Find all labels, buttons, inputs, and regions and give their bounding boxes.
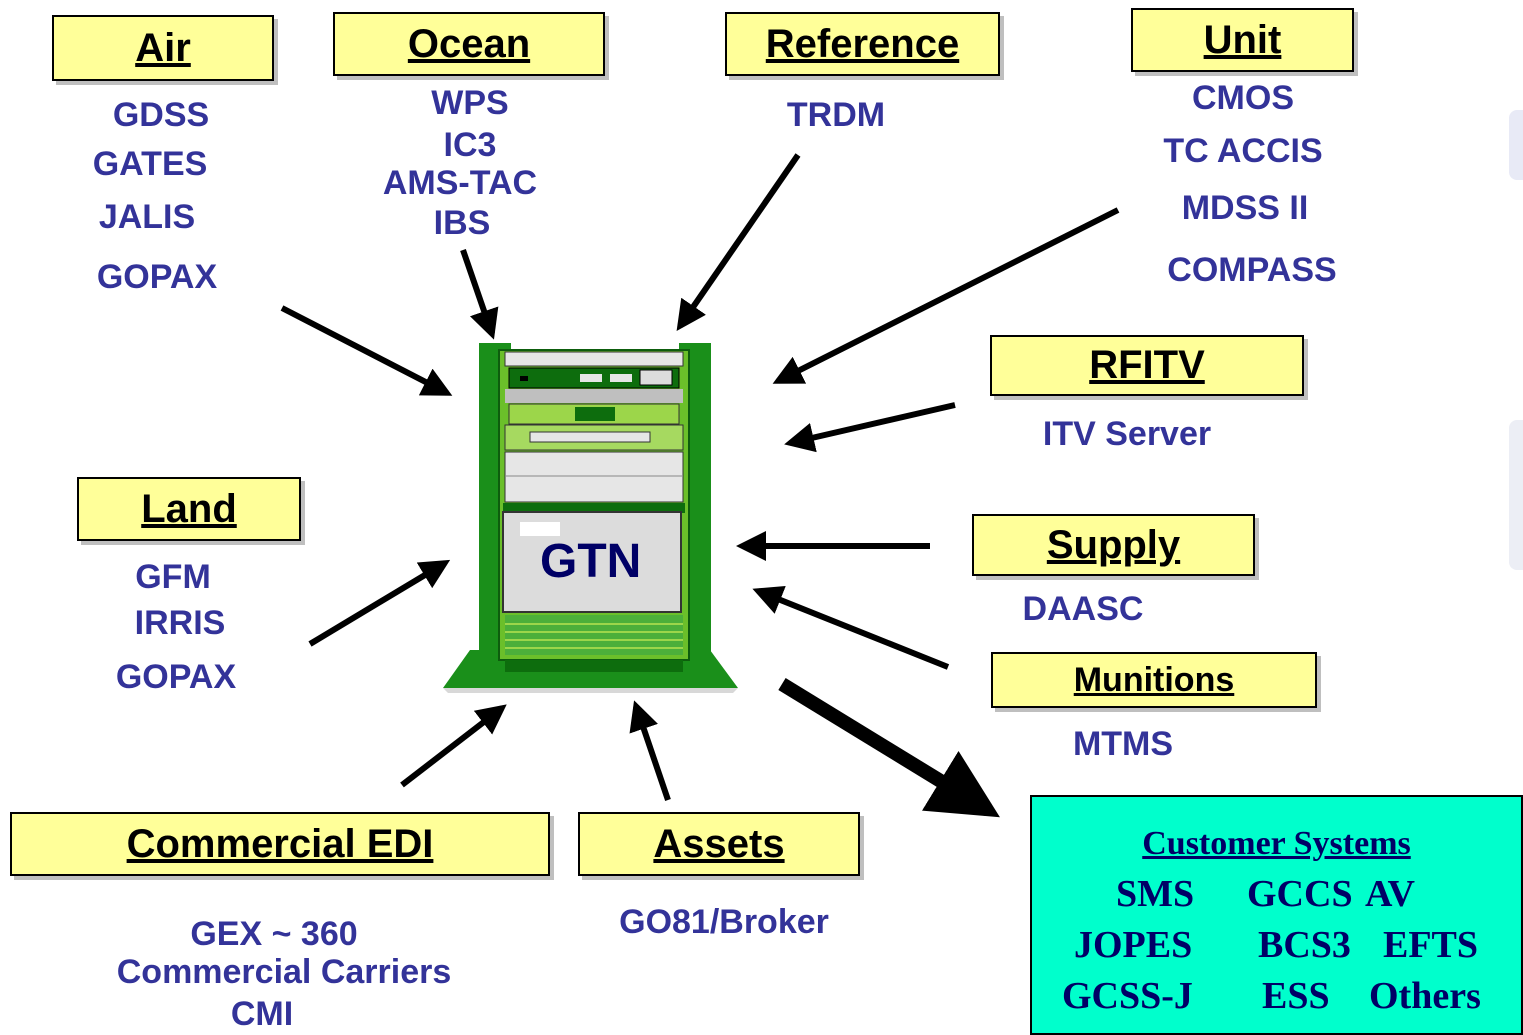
customer-system: AV [1365,873,1415,915]
system-label: GDSS [112,96,210,134]
system-label: CMI [230,995,294,1033]
system-label: COMPASS [1167,251,1337,289]
arrow-reference [676,153,801,331]
edge-decoration [1509,420,1523,570]
system-label: CMOS [1192,79,1294,117]
arrow-customer [778,678,1000,818]
customer-system: JOPES [1074,924,1193,966]
system-label: MTMS [1072,725,1174,763]
customer-system: Others [1369,975,1481,1017]
system-label: MDSS II [1181,189,1309,227]
arrow-rfitv [784,402,956,453]
system-label: Commercial Carriers [116,953,452,991]
box-ocean: Ocean [333,12,605,76]
box-rfitv: RFITV [990,335,1304,396]
arrow-land [308,559,451,647]
customer-system: ESS [1262,975,1330,1017]
box-land: Land [77,477,301,541]
arrow-assets [629,700,671,801]
system-label: GFM [135,558,211,596]
arrow-munitions [752,585,950,670]
box-assets: Assets [578,812,860,876]
arrow-commercial-edi [400,704,507,788]
system-label: GOPAX [96,258,218,296]
gtn-server-icon [443,343,738,693]
arrow-ocean [460,249,499,340]
system-label: GEX ~ 360 [190,915,358,953]
box-commercial-edi: Commercial EDI [10,812,550,876]
arrow-unit [772,207,1120,384]
box-air: Air [52,15,274,81]
customer-system: GCCS [1247,873,1353,915]
box-supply: Supply [972,514,1255,576]
box-munitions: Munitions [991,652,1317,708]
system-label: DAASC [1022,590,1144,628]
system-label: IBS [433,204,491,242]
system-label: TC ACCIS [1163,132,1323,170]
system-label: GATES [92,145,208,183]
system-label: GO81/Broker [619,903,829,941]
system-label: ITV Server [1042,415,1212,453]
arrow-air [280,305,453,396]
system-label: IRRIS [134,604,226,642]
customer-systems-box: Customer Systems SMS GCCS AV JOPES BCS3 … [1030,795,1523,1035]
customer-system: BCS3 [1258,924,1351,966]
customer-system: GCSS-J [1062,975,1193,1017]
system-label: GOPAX [115,658,237,696]
customer-systems-title: Customer Systems [1142,825,1411,862]
edge-decoration [1509,110,1523,180]
system-label: WPS [431,84,509,122]
system-label: TRDM [786,96,886,134]
box-unit: Unit [1131,8,1354,72]
system-label: IC3 [443,126,497,164]
system-label: AMS-TAC [382,164,538,202]
customer-system: SMS [1116,873,1195,915]
gtn-label: GTN [540,535,642,588]
system-label: JALIS [98,198,196,236]
box-reference: Reference [725,12,1000,76]
customer-system: EFTS [1383,924,1479,966]
